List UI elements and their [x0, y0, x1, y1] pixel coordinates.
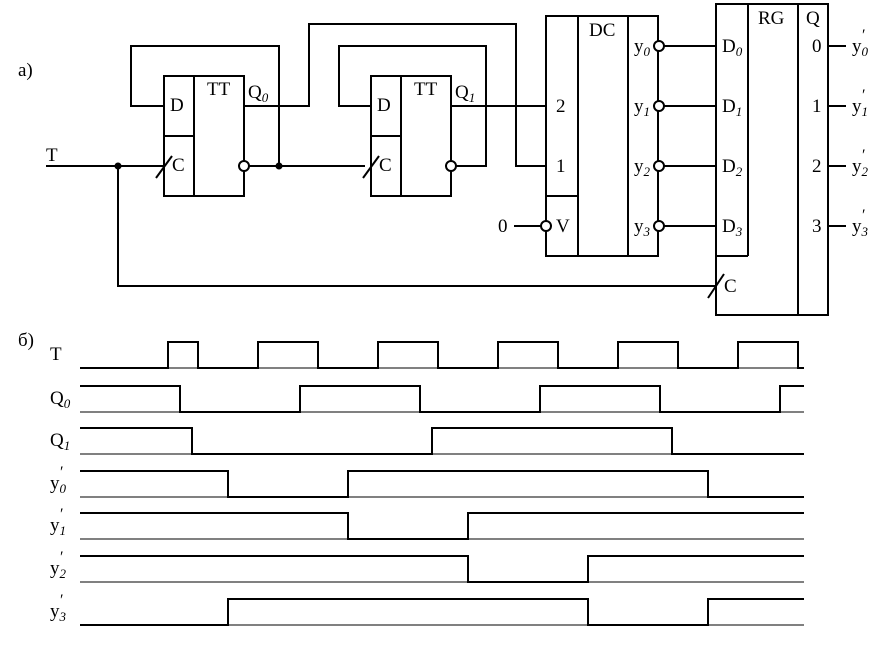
timing-signal-label: Q1 [50, 430, 70, 453]
panel-b-label: б) [18, 330, 34, 351]
tt2-title: TT [414, 79, 438, 100]
tt1-d-label: D [170, 95, 184, 116]
dc-enable-inverted-icon [540, 220, 552, 232]
timing-signal-label: Q0 [50, 388, 71, 411]
dc-out0-inverted-icon [653, 40, 665, 52]
dc-out1-inverted-icon [653, 100, 665, 112]
rg-input-d3: D3 [722, 216, 743, 239]
panel-a-label: а) [18, 60, 33, 81]
timing-signal-label: y2′ [50, 549, 67, 581]
ext-output-y3: y3′ [852, 207, 869, 239]
rg-output-1: 1 [812, 96, 822, 117]
timing-waveform [80, 598, 804, 626]
tt1-inverted-output-icon [238, 160, 250, 172]
timing-waveform [80, 385, 804, 413]
timing-waveform [80, 427, 804, 455]
ext-output-y1: y1′ [852, 87, 868, 119]
tt2-inverted-output-icon [445, 160, 457, 172]
rg-output-0: 0 [812, 36, 822, 57]
timing-signal-label: T [50, 344, 62, 365]
tt1-title: TT [207, 79, 231, 100]
tt2-d-label: D [377, 95, 391, 116]
input-wires [46, 162, 716, 287]
dc-output-y0: y0 [634, 36, 651, 59]
dc-output-y3: y3 [634, 216, 651, 239]
rg-q-label: Q [806, 8, 820, 29]
dc-input-1-label: 1 [556, 156, 566, 177]
rg-c-label: C [724, 276, 737, 297]
timing-waveform [80, 341, 804, 369]
dc-out2-inverted-icon [653, 160, 665, 172]
timing-signal-label: y1′ [50, 506, 66, 538]
dc-output-y1: y1 [634, 96, 650, 119]
tt1-q-label: Q0 [248, 82, 269, 105]
rg-output-2: 2 [812, 156, 822, 177]
dc-enable-label: V [556, 216, 570, 237]
dc-output-y2: y2 [634, 156, 651, 179]
register-block: RG Q C D0 D1 D2 D3 0 1 2 3 y0′ y1′ y2′ y… [707, 3, 869, 316]
tt2-c-label: C [379, 155, 392, 176]
tt2-wires [338, 45, 546, 167]
ext-output-y0: y0′ [852, 27, 869, 59]
rg-input-d2: D2 [722, 156, 743, 179]
rg-input-d0: D0 [722, 36, 743, 59]
tt2-q-label: Q1 [455, 82, 475, 105]
tt2-flipflop: D C TT Q1 [362, 75, 475, 197]
rg-title: RG [758, 8, 785, 29]
dc-input-2-label: 2 [556, 96, 566, 117]
ext-output-y2: y2′ [852, 147, 869, 179]
tt1-flipflop: D C TT Q0 [155, 75, 269, 197]
tt1-wires [130, 23, 546, 170]
rg-input-d1: D1 [722, 96, 742, 119]
zero-input-label: 0 [498, 216, 508, 237]
timing-signal-label: y0′ [50, 464, 67, 496]
dc-title: DC [589, 20, 615, 41]
tt1-clock-edge-icon [155, 155, 173, 179]
timing-waveform [80, 555, 804, 583]
dc-out3-inverted-icon [653, 220, 665, 232]
rg-clock-edge-icon [707, 273, 725, 299]
decoder-block: DC 2 1 V 0 y0 y1 y2 y3 [498, 15, 716, 257]
tt1-c-label: C [172, 155, 185, 176]
timing-waveform [80, 470, 804, 498]
rg-output-3: 3 [812, 216, 822, 237]
tt2-clock-edge-icon [362, 155, 380, 179]
timing-signal-label: y3′ [50, 592, 67, 624]
input-t-label: T [46, 145, 58, 166]
timing-waveform [80, 512, 804, 540]
